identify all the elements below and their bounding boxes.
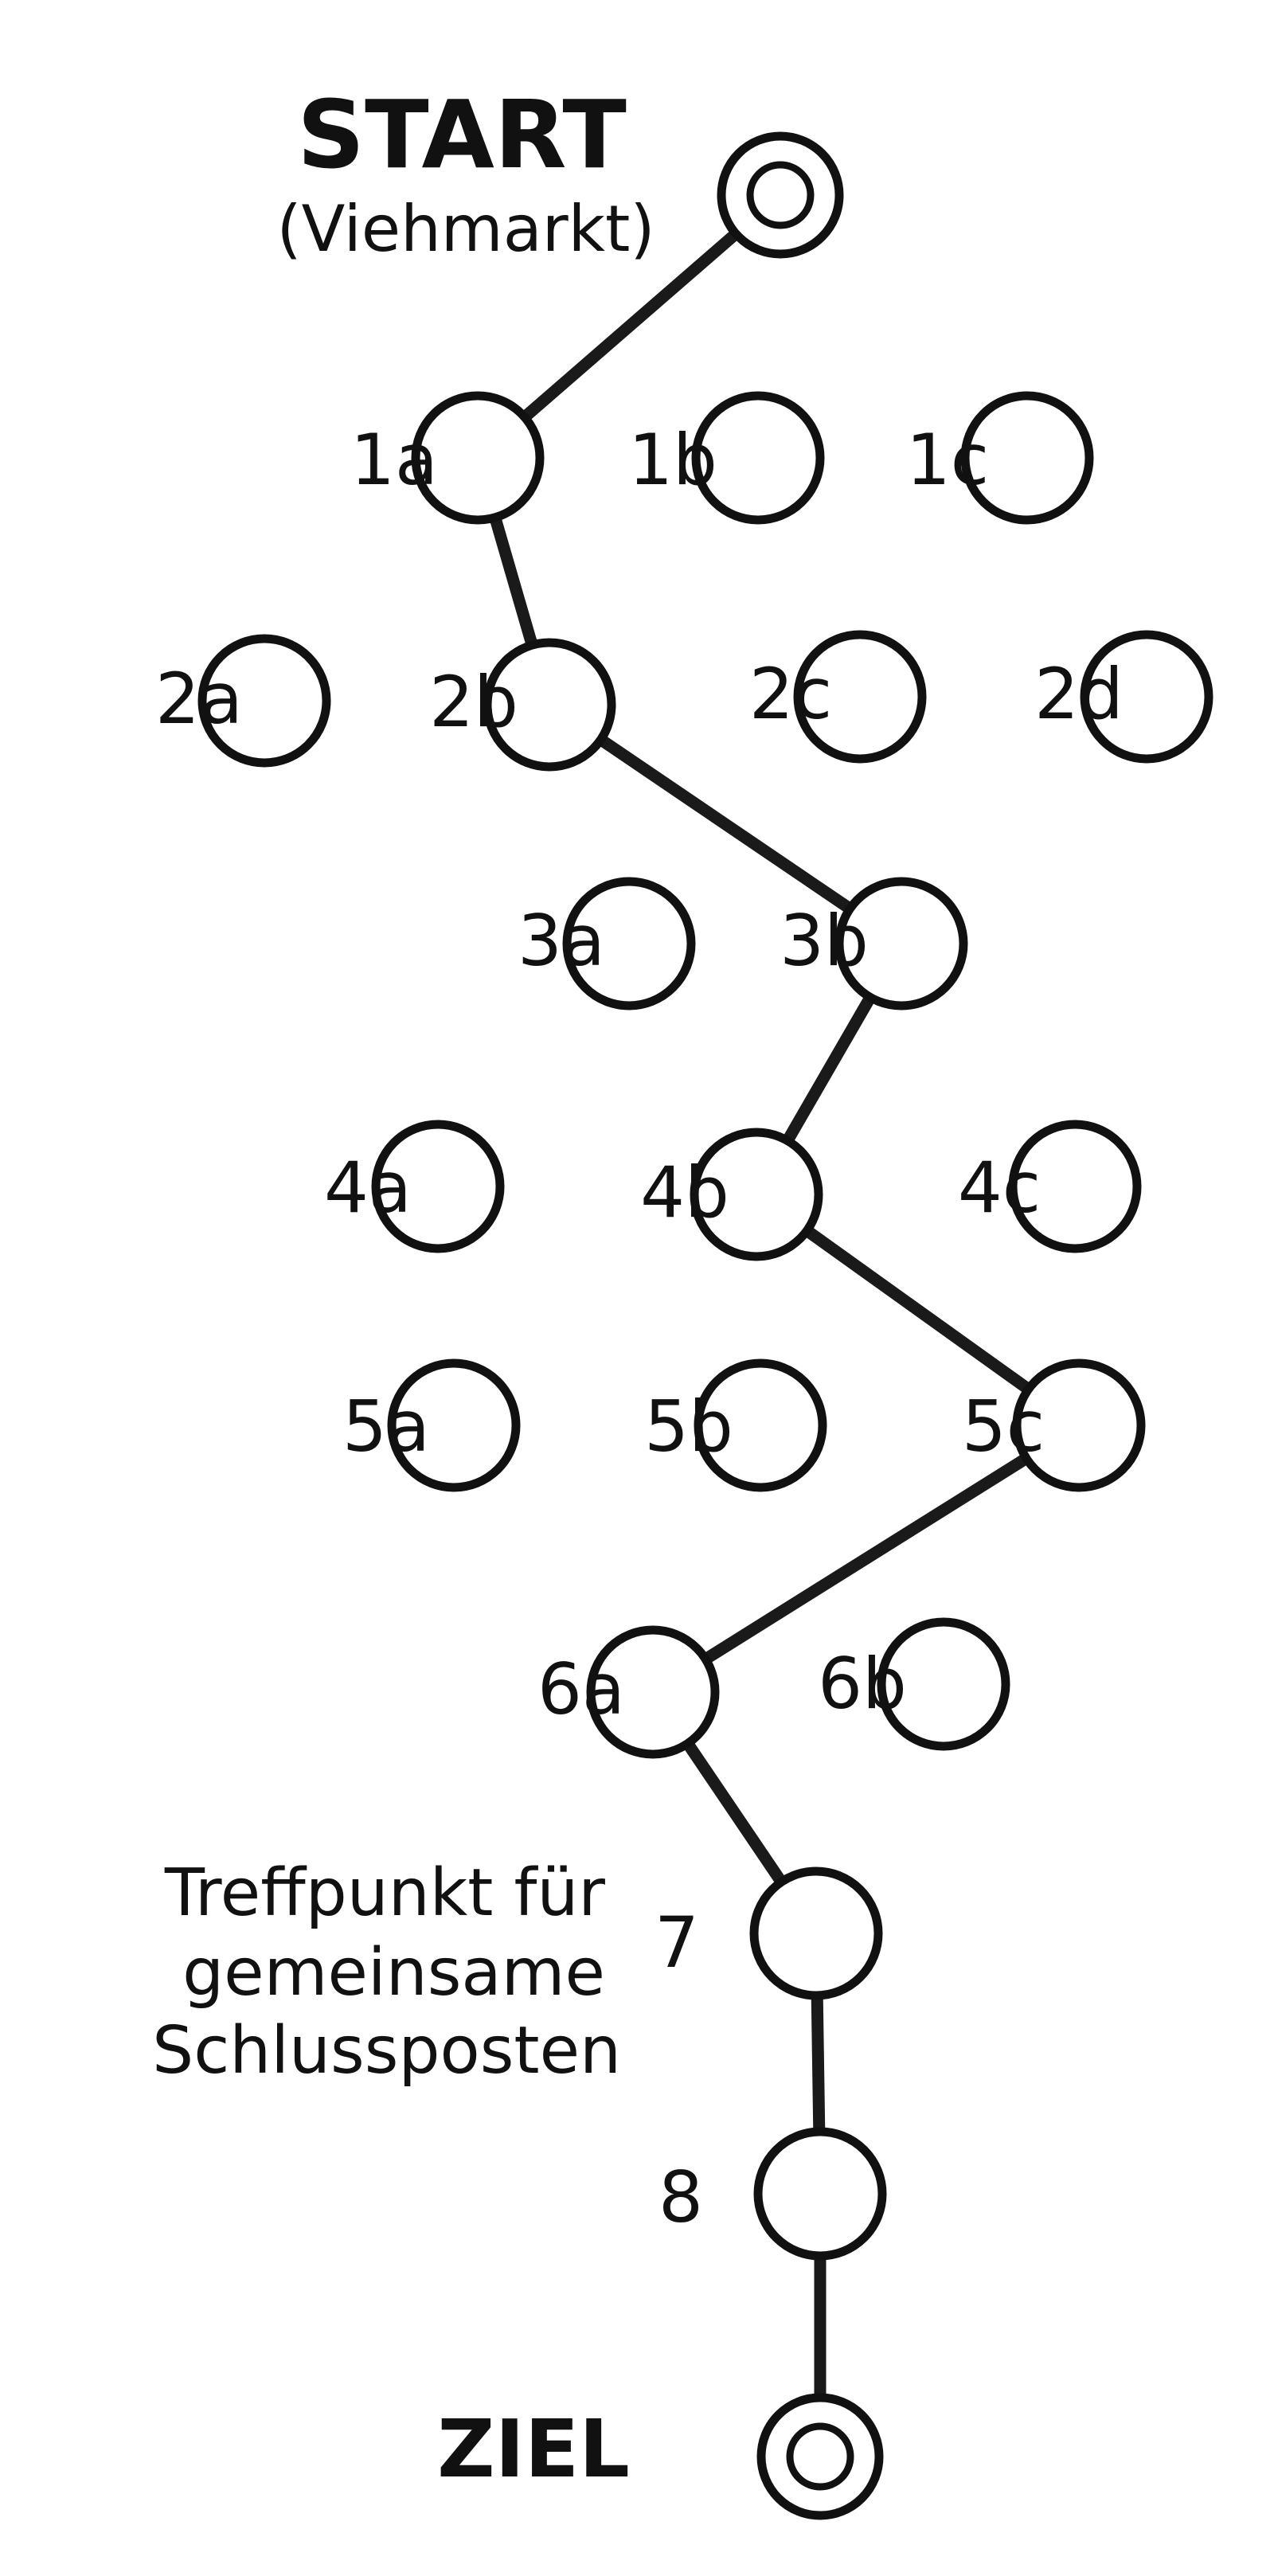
- start-node: [717, 131, 844, 259]
- post-node-3b: [834, 877, 968, 1010]
- post-node-5b: [694, 1358, 827, 1492]
- post-node-4b: [690, 1128, 823, 1261]
- post-node-2c: [793, 630, 927, 764]
- post-label-1c: 1c: [906, 419, 989, 501]
- post-node-1c: [960, 391, 1094, 525]
- post-label-2d: 2d: [1034, 653, 1124, 735]
- finish-title: ZIEL: [437, 2402, 630, 2496]
- post-label-1b: 1b: [628, 419, 717, 501]
- post-label-8: 8: [658, 2156, 703, 2238]
- post-node-6b: [877, 1617, 1010, 1751]
- post-label-4c: 4c: [958, 1147, 1041, 1229]
- post-label-5b: 5b: [644, 1386, 733, 1468]
- post-node-2d: [1080, 630, 1213, 764]
- route-edges: [471, 189, 1085, 2463]
- post-node-7: [749, 1867, 883, 2000]
- post-node-2b: [483, 638, 616, 772]
- post-label-5a: 5a: [342, 1386, 430, 1468]
- route-edge-5c-6a: [647, 1419, 1085, 1698]
- post-label-5c: 5c: [962, 1386, 1045, 1468]
- post-node-8: [753, 2127, 887, 2261]
- post-node-1b: [691, 391, 825, 525]
- post-label-3a: 3a: [518, 900, 605, 982]
- route-edge-2b-3b: [543, 698, 908, 950]
- post-node-5c: [1012, 1358, 1146, 1492]
- start-subtitle: (Viehmarkt): [276, 192, 655, 266]
- post-node-2a: [197, 634, 331, 768]
- post-label-2b: 2b: [429, 661, 518, 743]
- post-node-4a: [371, 1120, 505, 1253]
- post-label-6a: 6a: [537, 1648, 625, 1730]
- route-nodes: [197, 131, 1213, 2520]
- finish-node: [756, 2393, 884, 2520]
- post-label-1a: 1a: [350, 419, 438, 501]
- post-node-3a: [562, 877, 696, 1010]
- route-edge-start-1a: [471, 189, 787, 464]
- post-node-1a: [411, 391, 545, 525]
- post-node-6a: [586, 1625, 720, 1759]
- post-label-4a: 4a: [324, 1147, 412, 1229]
- post-label-4b: 4b: [640, 1151, 729, 1233]
- post-label-7: 7: [655, 1902, 699, 1984]
- post-label-6b: 6b: [818, 1643, 907, 1725]
- route-labels: 1a 1b 1c 2a 2b 2c 2d 3a 3b 4a 4b 4c 5a 5b 5c 6a 6b 7 8: [155, 419, 1124, 2238]
- note-line-3: Schlussposten: [152, 2013, 621, 2089]
- note-line-2: gemeinsame: [182, 1935, 605, 2011]
- start-title: START: [297, 80, 627, 190]
- note-line-1: Treffpunkt für: [164, 1855, 605, 1931]
- post-label-2a: 2a: [155, 658, 243, 740]
- post-node-5a: [387, 1358, 521, 1492]
- post-label-3b: 3b: [780, 900, 869, 982]
- post-node-4c: [1008, 1120, 1142, 1253]
- post-label-2c: 2c: [749, 653, 832, 735]
